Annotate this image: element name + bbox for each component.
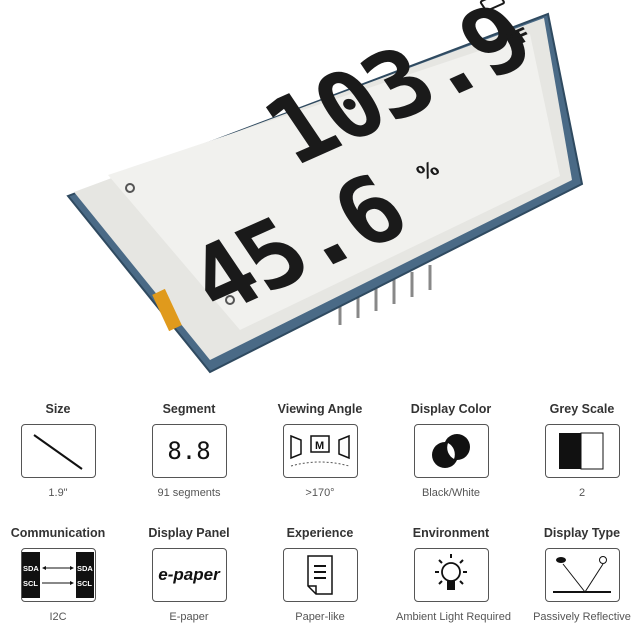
scl-label: SCL: [23, 579, 38, 588]
sda-label: SDA: [77, 564, 93, 573]
spec-value: 1.9": [48, 487, 68, 499]
monitor-label: M: [315, 440, 324, 452]
mount-hole: [125, 183, 135, 193]
spec-title: Display Panel: [148, 526, 230, 540]
spec-value: Passively Reflective: [533, 611, 631, 623]
spec-title: Experience: [286, 526, 354, 540]
spec-value: I2C: [49, 611, 67, 623]
overlapping-circles-icon: [413, 424, 489, 478]
spec-value: Paper-like: [295, 611, 345, 623]
spec-size: Size 1.9": [3, 401, 113, 499]
seven-segment-icon: 8.8: [151, 424, 227, 478]
spec-value: Black/White: [421, 487, 481, 499]
viewing-angle-icon: M: [282, 424, 358, 478]
epaper-module-photo: 103.9 °F 45.6 %: [66, 0, 584, 374]
spec-title: Segment: [162, 402, 216, 416]
spec-title: Size: [45, 402, 71, 416]
e-paper-logo-text: e-paper: [158, 565, 220, 584]
i2c-icon: SDA SCL SDA SCL: [20, 548, 96, 602]
flex-cable: [152, 288, 182, 332]
spec-value: >170°: [305, 487, 335, 499]
segment-icon-text: 8.8: [167, 437, 211, 465]
battery-icon: [479, 0, 505, 12]
spec-value: E-paper: [169, 611, 209, 623]
spec-experience: Experience Paper-like: [265, 525, 375, 623]
spec-value: Ambient Light Required: [396, 611, 511, 623]
spec-display-panel: Display Panel e-paper E-paper: [134, 525, 244, 623]
spec-title: Display Color: [410, 402, 492, 416]
spec-title: Environment: [412, 526, 490, 540]
spec-value: 2: [578, 487, 586, 499]
screen-active-area: [108, 34, 560, 330]
spec-segment: Segment 8.8 91 segments: [134, 401, 244, 499]
spec-environment: Environment Ambient Light Required: [396, 525, 511, 623]
spec-grey-scale: Grey Scale 2: [527, 401, 637, 499]
spec-viewing-angle: Viewing Angle M >170°: [265, 401, 375, 499]
spec-display-type: Display Type Passively Reflective: [527, 525, 637, 623]
spec-title: Communication: [10, 526, 106, 540]
spec-communication: Communication SDA SCL SDA SCL I2C: [3, 525, 113, 623]
e-paper-text-icon: e-paper: [151, 548, 227, 602]
spec-title: Grey Scale: [549, 402, 615, 416]
diagonal-line-icon: [20, 424, 96, 478]
light-bulb-icon: [413, 548, 489, 602]
scl-label: SCL: [77, 579, 92, 588]
spec-title: Display Type: [543, 526, 621, 540]
mount-hole: [225, 295, 235, 305]
spec-display-color: Display Color Black/White: [396, 401, 506, 499]
spec-value: 91 segments: [157, 487, 221, 499]
spec-title: Viewing Angle: [277, 402, 363, 416]
document-icon: [282, 548, 358, 602]
black-white-blocks-icon: [544, 424, 620, 478]
reflection-icon: [544, 548, 620, 602]
sda-label: SDA: [23, 564, 39, 573]
